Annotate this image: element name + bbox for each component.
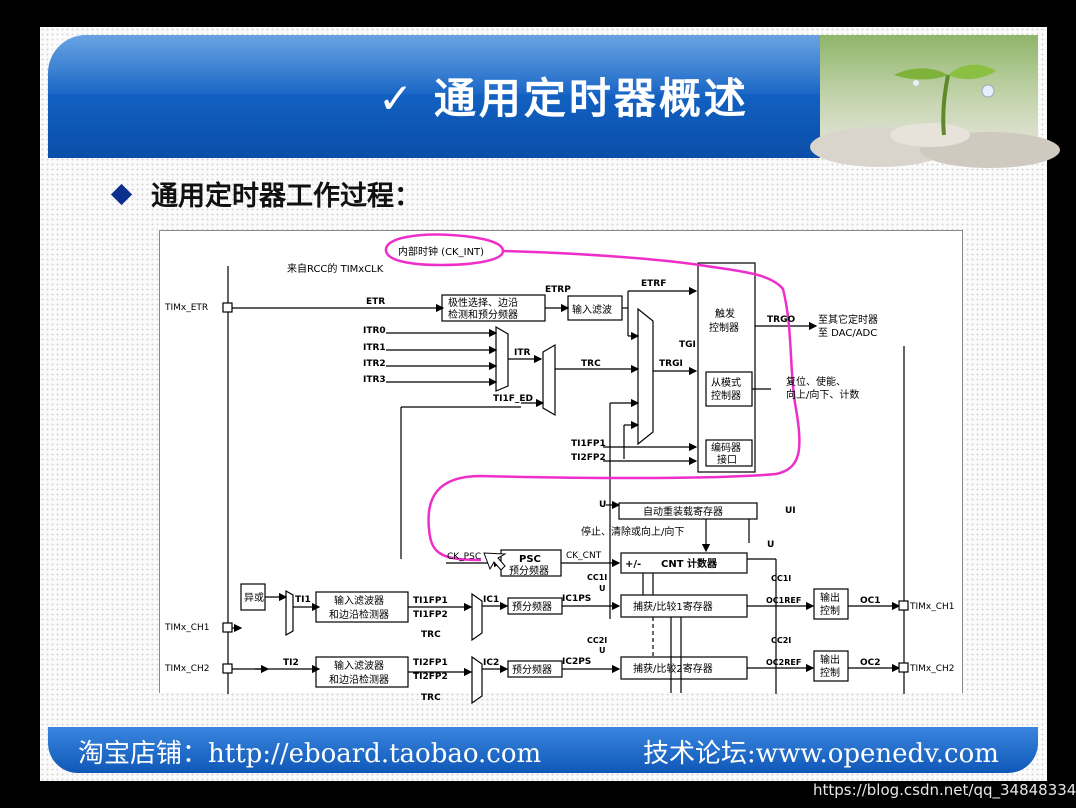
u-label-arr: U bbox=[599, 500, 606, 510]
slide-title: ✓ 通用定时器概述 bbox=[378, 74, 749, 123]
slide: ✓ 通用定时器概述 bbox=[40, 27, 1060, 781]
diamond-bullet-icon bbox=[110, 183, 133, 206]
outctrl1-line2: 控制 bbox=[820, 604, 840, 617]
ic2-label: IC2 bbox=[483, 658, 499, 668]
ti2fp1-label: TI2FP1 bbox=[413, 658, 448, 668]
ti1-label: TI1 bbox=[295, 595, 311, 605]
itr2-label: ITR2 bbox=[363, 359, 386, 369]
slave-line2: 控制器 bbox=[711, 389, 741, 402]
trc-ch2-label: TRC bbox=[421, 693, 441, 703]
itr1-label: ITR1 bbox=[363, 343, 386, 353]
u-label-cnt: U bbox=[767, 540, 774, 550]
trgi-label: TRGI bbox=[659, 359, 683, 369]
itr0-label: ITR0 bbox=[363, 326, 386, 336]
oc2ref-label: OC2REF bbox=[766, 658, 801, 667]
to-timer-label: 至其它定时器 bbox=[818, 313, 878, 326]
etrp-label: ETRP bbox=[545, 285, 571, 295]
outctrl2-line1: 输出 bbox=[820, 653, 840, 666]
ti2fp2-ch-label: TI2FP2 bbox=[413, 672, 448, 682]
cc2i-label-right: CC2I bbox=[771, 636, 791, 645]
sprout-photo bbox=[810, 35, 1060, 168]
trigger-line1: 触发 bbox=[715, 307, 735, 320]
ch2-left-label: TIMx_CH2 bbox=[164, 664, 210, 674]
ti1f-ed-label: TI1F_ED bbox=[493, 394, 533, 404]
ti2-label: TI2 bbox=[283, 658, 299, 668]
xor-label: 异或 bbox=[244, 592, 264, 604]
arr-label: 自动重装载寄存器 bbox=[643, 505, 723, 518]
itr3-label: ITR3 bbox=[363, 375, 386, 385]
mouse-cursor-icon bbox=[483, 552, 507, 571]
etr-label: ETR bbox=[366, 297, 385, 307]
ic1ps-label: IC1PS bbox=[562, 594, 591, 604]
capture1-label: 捕获/比较1寄存器 bbox=[633, 600, 713, 613]
outctrl2-line2: 控制 bbox=[820, 666, 840, 679]
ui-label: UI bbox=[785, 506, 796, 516]
ti1fp1-label: TI1FP1 bbox=[571, 439, 606, 449]
polarity-line2: 检测和预分频器 bbox=[448, 308, 518, 321]
cnt-label: CNT 计数器 bbox=[661, 557, 718, 570]
capture2-label: 捕获/比较2寄存器 bbox=[633, 662, 713, 675]
polarity-line1: 极性选择、边沿 bbox=[448, 296, 518, 309]
filter1-line1: 输入滤波器 bbox=[334, 594, 384, 607]
reset-line2: 向上/向下、计数 bbox=[786, 388, 859, 401]
etr-pin-label: TIMx_ETR bbox=[164, 303, 208, 313]
filter1-line2: 和边沿检测器 bbox=[329, 608, 389, 621]
slave-line1: 从模式 bbox=[711, 376, 741, 389]
etrf-label: ETRF bbox=[641, 279, 666, 289]
footer-banner: 淘宝店铺：http://eboard.taobao.com 技术论坛:www.o… bbox=[48, 727, 1038, 773]
prescaler1-label: 预分频器 bbox=[512, 600, 552, 613]
trgo-label: TRGO bbox=[767, 315, 795, 325]
ic1-label: IC1 bbox=[483, 595, 499, 605]
ch2-right-label: TIMx_CH2 bbox=[909, 664, 955, 674]
cc1i-label-right: CC1I bbox=[771, 574, 791, 583]
title-banner: ✓ 通用定时器概述 bbox=[48, 35, 1060, 168]
oc1ref-label: OC1REF bbox=[766, 596, 801, 605]
filter2-line2: 和边沿检测器 bbox=[329, 673, 389, 686]
encoder-line2: 接口 bbox=[717, 453, 737, 466]
footer-taobao-link[interactable]: 淘宝店铺：http://eboard.taobao.com bbox=[78, 739, 542, 769]
itr-label: ITR bbox=[514, 348, 530, 358]
psc-sub-label: 预分频器 bbox=[509, 564, 549, 577]
plus-minus-label: +/- bbox=[625, 559, 641, 570]
cc2i-label-left: CC2I bbox=[587, 636, 607, 645]
ck-cnt-label: CK_CNT bbox=[566, 551, 602, 561]
prescaler2-label: 预分频器 bbox=[512, 663, 552, 676]
encoder-line1: 编码器 bbox=[711, 441, 741, 454]
ck-int-label: 内部时钟 (CK_INT) bbox=[398, 245, 484, 258]
ti1fp1-ch-label: TI1FP1 bbox=[413, 596, 448, 606]
ck-psc-label: CK_PSC bbox=[447, 552, 481, 562]
ch1-left-label: TIMx_CH1 bbox=[164, 623, 210, 633]
oc2-label: OC2 bbox=[860, 658, 881, 668]
u-label-cc2: U bbox=[599, 646, 606, 655]
outctrl1-line1: 输出 bbox=[820, 591, 840, 604]
section-heading: 通用定时器工作过程： bbox=[110, 174, 421, 213]
stop-label: 停止、清除或向上/向下 bbox=[581, 525, 684, 538]
u-label-cc1: U bbox=[599, 584, 606, 593]
footer-forum-link[interactable]: 技术论坛:www.openedv.com bbox=[643, 739, 999, 769]
watermark: https://blog.csdn.net/qq_34848334 bbox=[813, 781, 1076, 799]
trc-label: TRC bbox=[581, 359, 601, 369]
tgi-label: TGI bbox=[679, 340, 696, 350]
input-filter-label: 输入滤波 bbox=[572, 303, 612, 316]
trigger-line2: 控制器 bbox=[709, 321, 739, 334]
ti2fp2-label: TI2FP2 bbox=[571, 453, 606, 463]
filter2-line1: 输入滤波器 bbox=[334, 659, 384, 672]
ti1fp2-label: TI1FP2 bbox=[413, 610, 448, 620]
cc1i-label-left: CC1I bbox=[587, 573, 607, 582]
timer-block-diagram: 内部时钟 (CK_INT) 来自RCC的 TIMxCLK TIMx_ETR ET… bbox=[159, 230, 963, 705]
to-dac-label: 至 DAC/ADC bbox=[818, 327, 877, 339]
ch1-right-label: TIMx_CH1 bbox=[909, 602, 955, 612]
trc-ch1-label: TRC bbox=[421, 630, 441, 640]
reset-line1: 复位、使能、 bbox=[786, 375, 846, 388]
ic2ps-label: IC2PS bbox=[562, 657, 591, 667]
oc1-label: OC1 bbox=[860, 596, 881, 606]
psc-label: PSC bbox=[519, 554, 541, 565]
rcc-label: 来自RCC的 TIMxCLK bbox=[287, 262, 384, 275]
section-heading-text: 通用定时器工作过程： bbox=[151, 181, 421, 212]
